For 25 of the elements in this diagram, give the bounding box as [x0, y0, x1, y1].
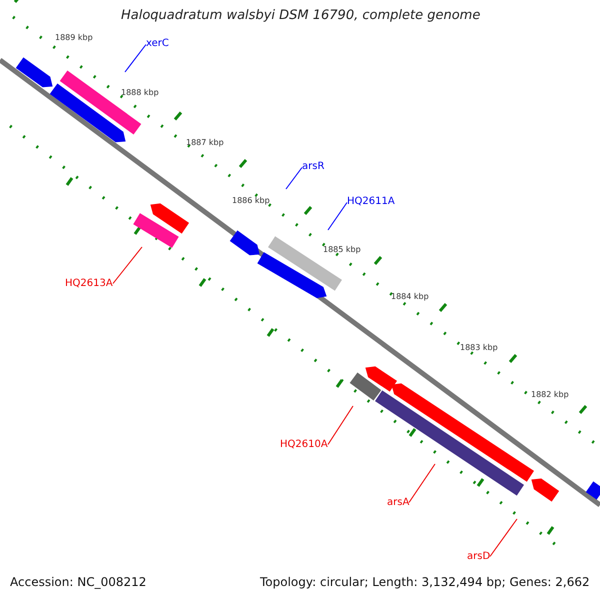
leader-line: [286, 167, 302, 190]
map-title: Haloquadratum walsbyi DSM 16790, complete genome: [121, 8, 480, 23]
tick-label: 1883 kbp: [460, 343, 498, 352]
tick-label: 1886 kbp: [232, 196, 270, 205]
leader-line: [328, 202, 348, 230]
leader-line: [328, 406, 354, 445]
tick-label: 1882 kbp: [531, 390, 569, 399]
gene-label: HQ2610A: [280, 439, 328, 450]
leader-line: [112, 246, 142, 284]
gene-label: arsD: [467, 551, 490, 562]
accession-text: Accession: NC_008212: [10, 575, 146, 589]
topology-text: Topology: circular; Length: 3,132,494 bp; Genes: 2,662: [260, 575, 590, 589]
gene-label: HQ2611A: [347, 196, 395, 207]
gene-label: arsR: [302, 161, 324, 172]
tick-label: 1887 kbp: [186, 138, 224, 147]
leader-line: [490, 518, 518, 557]
tick-label: 1888 kbp: [121, 88, 159, 97]
leader-line: [408, 464, 436, 503]
tick-label: 1889 kbp: [55, 33, 93, 42]
gene-label: HQ2613A: [65, 278, 113, 289]
gene-label: arsA: [387, 497, 410, 508]
leader-line: [124, 44, 146, 72]
gene-label: xerC: [146, 38, 169, 49]
tick-label: 1884 kbp: [391, 292, 429, 301]
tick-label: 1885 kbp: [323, 245, 361, 254]
